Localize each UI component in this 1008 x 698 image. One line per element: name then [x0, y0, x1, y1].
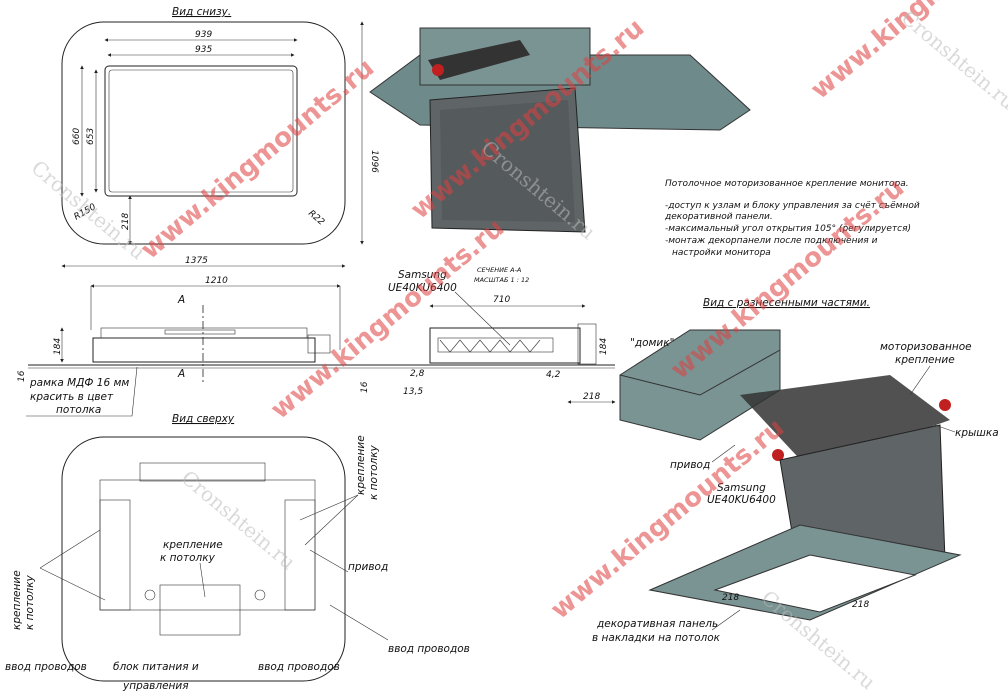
center-mount-label-2: к потолку	[160, 552, 216, 564]
top-view: Вид сверху крепление к потолку крепление…	[5, 413, 470, 692]
house-label: "домик"	[630, 337, 674, 349]
ceiling-frame-outline	[61, 21, 346, 245]
dim-1096: 1096	[369, 150, 379, 173]
mdf-frame-label-1: рамка МДФ 16 мм	[29, 377, 129, 389]
mdf-frame-label-2: красить в цвет	[30, 391, 114, 403]
drive-exploded-label: привод	[670, 459, 710, 471]
dim-r22: R22	[306, 209, 326, 228]
left-mount-label-2: к потолку	[24, 574, 36, 630]
power-unit-label-1: блок питания и	[113, 661, 199, 673]
section-tv-model-1: Samsung	[398, 269, 447, 281]
section-dim-16: 16	[360, 381, 370, 393]
lid-label: крышка	[955, 427, 999, 439]
bottom-view-title: Вид снизу.	[172, 6, 231, 18]
deco-panel-label-2: в накладки на потолок	[592, 632, 721, 644]
section-scale: МАСШТАБ 1 : 12	[474, 276, 529, 284]
motor-mount-label-2: крепление	[895, 354, 955, 366]
section-mark-a-bottom: A	[177, 368, 185, 380]
side-view: 1210 184 16 A A рамка МДФ 16 мм красить …	[17, 276, 355, 417]
dim-16: 16	[17, 370, 27, 382]
drive-label: привод	[348, 561, 388, 573]
center-mount-label-1: крепление	[163, 539, 223, 551]
deco-panel-label-1: декоративная панель	[596, 618, 718, 630]
exploded-view: Вид с разнесенными частями. 218 218 "дом…	[592, 297, 999, 644]
dim-653: 653	[86, 128, 96, 145]
wire-in-center-label: ввод проводов	[258, 661, 340, 673]
watermark-gray-1: Cronshtein.ru	[27, 155, 150, 264]
right-mount-label-1: крепление	[355, 435, 367, 495]
dim-184: 184	[53, 338, 63, 355]
wire-in-left-label: ввод проводов	[5, 661, 87, 673]
right-mount-label-2: к потолку	[368, 444, 380, 500]
dim-4-2: 4,2	[546, 370, 561, 380]
description-line-4: -монтаж декорпанели после подключения и	[665, 236, 878, 246]
exploded-tv-label-1: Samsung	[717, 482, 766, 494]
section-tv-model-2: UE40KU6400	[388, 282, 457, 294]
exploded-dim-218-a: 218	[722, 593, 739, 603]
description-line-2: декоративной панели.	[664, 212, 773, 222]
section-a-a: Samsung UE40KU6400 СЕЧЕНИЕ А-А МАСШТАБ 1…	[355, 266, 616, 404]
section-dim-184: 184	[599, 338, 609, 355]
description-line-3: -максимальный угол открытия 105° (регули…	[665, 224, 911, 234]
top-view-title: Вид сверху	[172, 413, 235, 425]
wire-in-right-label: ввод проводов	[388, 643, 470, 655]
watermark-red-1: www.kingmounts.ru	[135, 53, 380, 265]
motor-mount-label-1: моторизованное	[880, 341, 972, 353]
left-mount-label-1: крепление	[11, 570, 23, 630]
exploded-title: Вид с разнесенными частями.	[703, 297, 870, 309]
watermark-red-2: www.kingmounts.ru	[265, 213, 510, 425]
exploded-dim-218-b: 218	[852, 600, 869, 610]
dim-710: 710	[493, 295, 510, 305]
power-unit-label-2: управления	[122, 680, 189, 692]
description-title: Потолочное моторизованное крепление мони…	[665, 179, 909, 189]
section-title: СЕЧЕНИЕ А-А	[477, 266, 521, 274]
description-line-1: -доступ к узлам и блоку управления за сч…	[665, 201, 920, 211]
dim-939: 939	[195, 30, 212, 40]
mdf-frame-label-3: потолка	[56, 404, 101, 416]
dim-218-section: 218	[583, 392, 600, 402]
exploded-tv-label-2: UE40KU6400	[707, 494, 776, 506]
dim-2-8: 2,8	[410, 369, 425, 379]
description-line-5: настройки монитора	[672, 248, 771, 258]
dim-218: 218	[121, 213, 131, 230]
opening-outline	[104, 65, 298, 197]
dim-935: 935	[195, 45, 212, 55]
dim-1375: 1375	[185, 256, 208, 266]
dim-1210: 1210	[205, 276, 228, 286]
assembled-render: Потолочное моторизованное крепление мони…	[369, 27, 920, 258]
section-mark-a-top: A	[177, 294, 185, 306]
watermark-gray-5: Cronshtein.ru	[897, 5, 1008, 114]
dim-660: 660	[72, 128, 82, 145]
dim-13-5: 13,5	[403, 387, 423, 397]
